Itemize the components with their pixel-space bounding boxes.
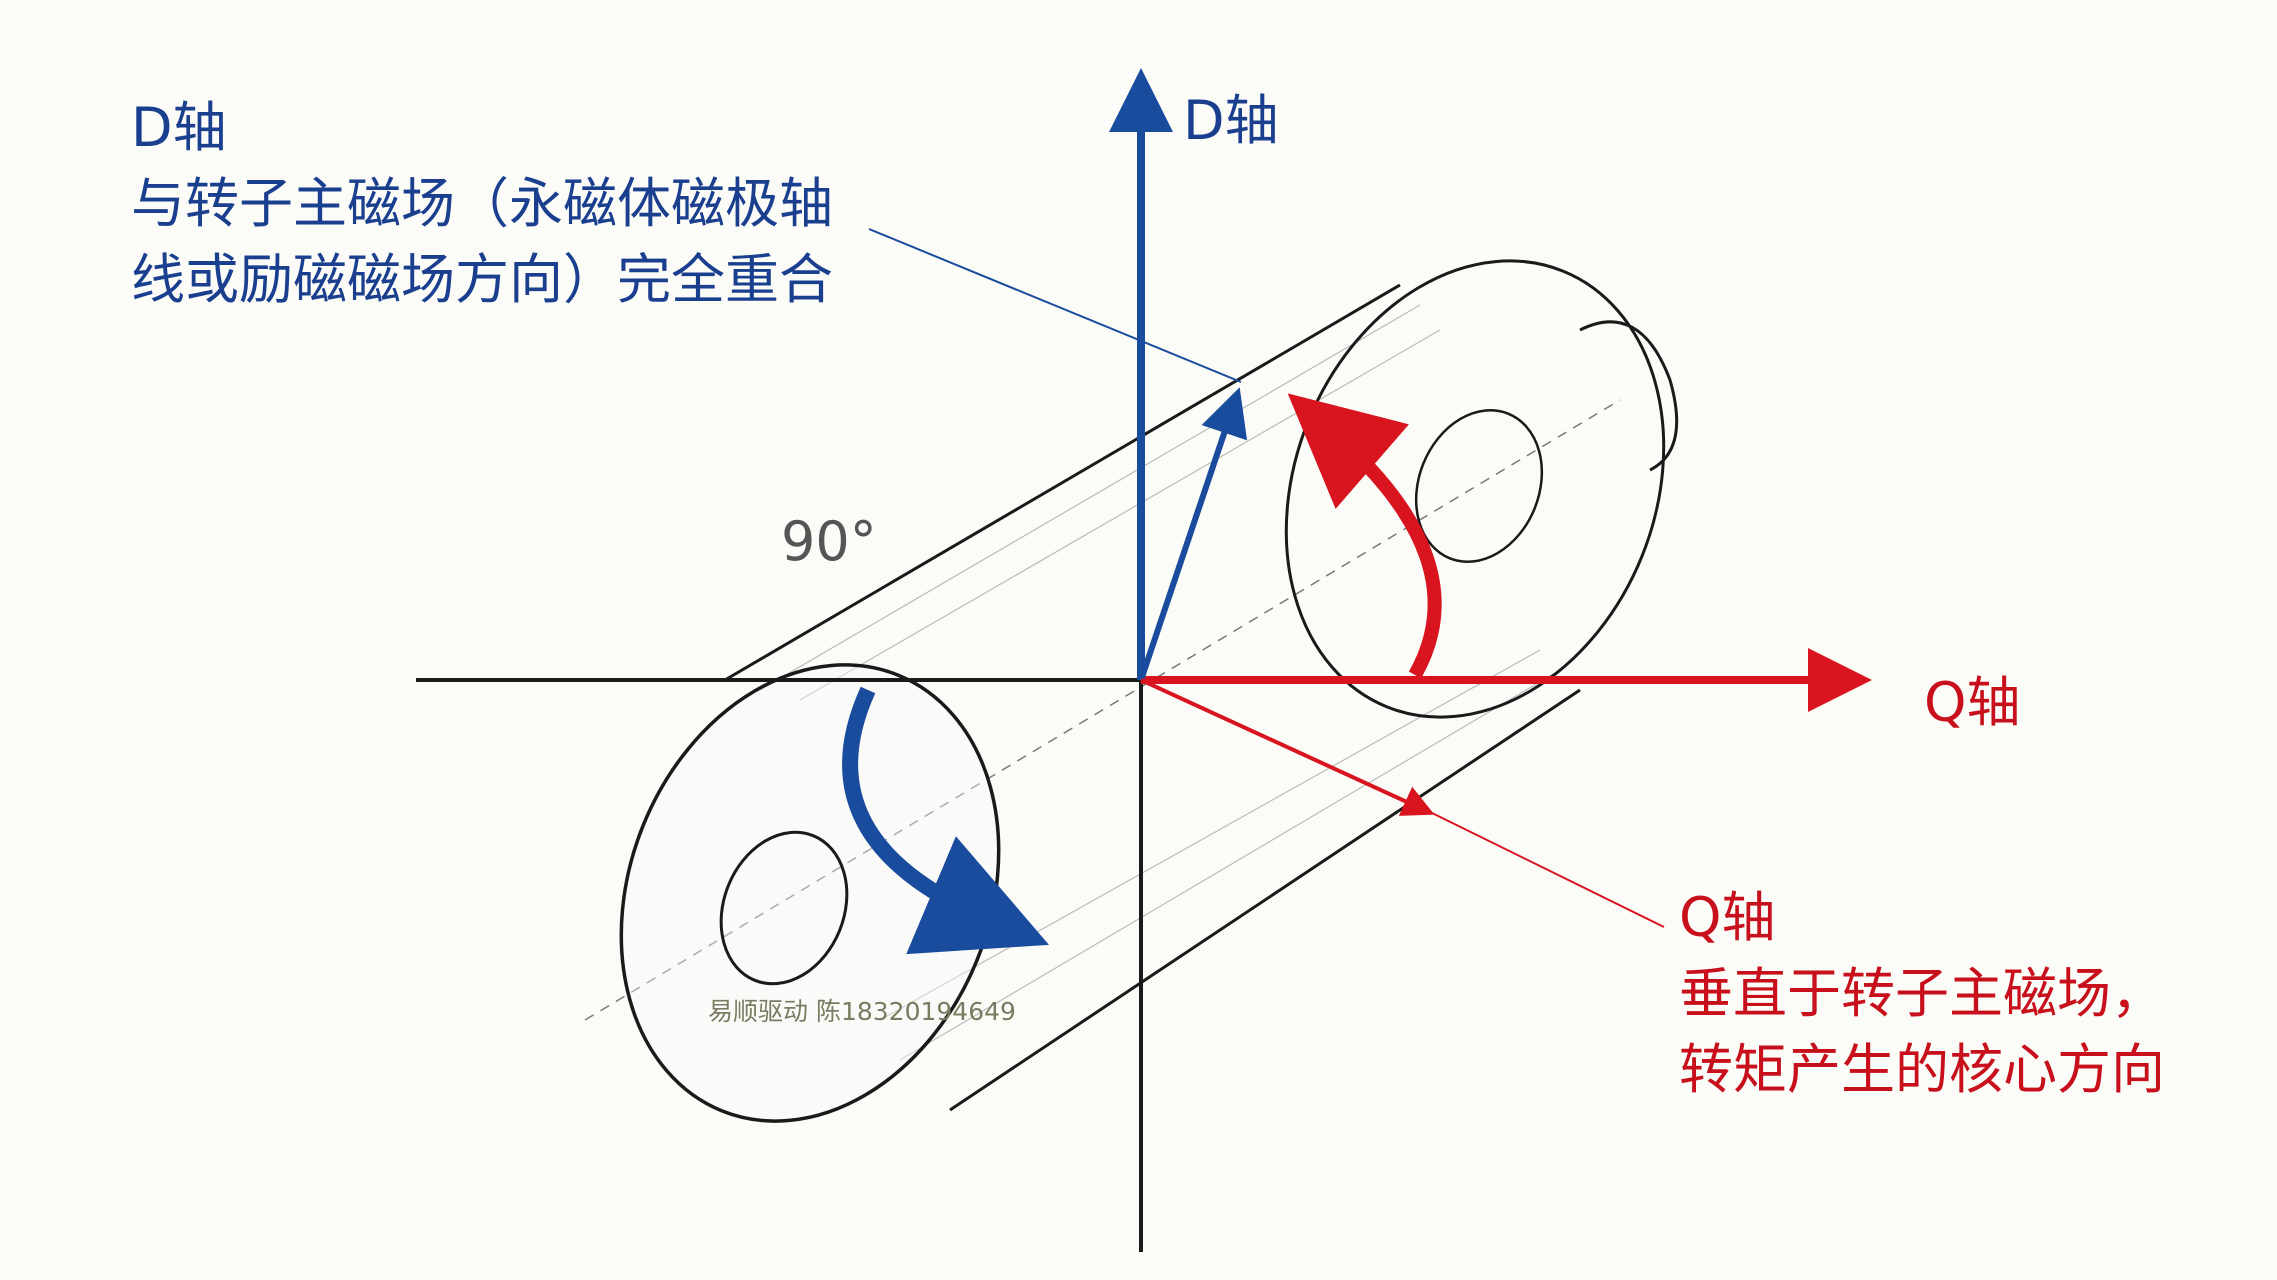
watermark: 易顺驱动 陈18320194649 — [708, 997, 1016, 1026]
back-hole — [1414, 409, 1544, 563]
back-end-face — [1284, 259, 1666, 719]
blue-rotation-arrow — [842, 686, 1049, 955]
rotor-axis-centerline — [584, 399, 1621, 1021]
front-end-face — [619, 663, 1001, 1123]
angle-label: 90° — [781, 510, 877, 573]
d-annotation: D轴 与转子主磁场（永磁体磁极轴 线或励磁磁场方向）完全重合 — [131, 90, 833, 318]
front-hole — [719, 830, 849, 986]
q-annotation-line: 垂直于转子主磁场， — [1679, 962, 2165, 1025]
q-axis-label: Q轴 — [1924, 671, 2021, 734]
rotor-cylinder — [584, 259, 1679, 1123]
q-annotation-title: Q轴 — [1679, 886, 1776, 949]
q-leader-line — [1429, 811, 1665, 928]
q-annotation-line: 转矩产生的核心方向 — [1679, 1038, 2165, 1101]
shaft — [1579, 320, 1679, 472]
d-vector-arrow — [1138, 387, 1248, 681]
d-annotation-line: 线或励磁磁场方向）完全重合 — [131, 248, 833, 311]
d-annotation-line: 与转子主磁场（永磁体磁极轴 — [131, 172, 833, 235]
red-rotation-arrow — [1287, 393, 1442, 679]
d-leader-line — [868, 228, 1242, 383]
q-annotation: Q轴 垂直于转子主磁场， 转矩产生的核心方向 — [1679, 880, 2165, 1108]
d-axis-label: D轴 — [1183, 89, 1279, 152]
q-vector-arrow — [1140, 678, 1435, 816]
d-annotation-title: D轴 — [131, 96, 227, 159]
